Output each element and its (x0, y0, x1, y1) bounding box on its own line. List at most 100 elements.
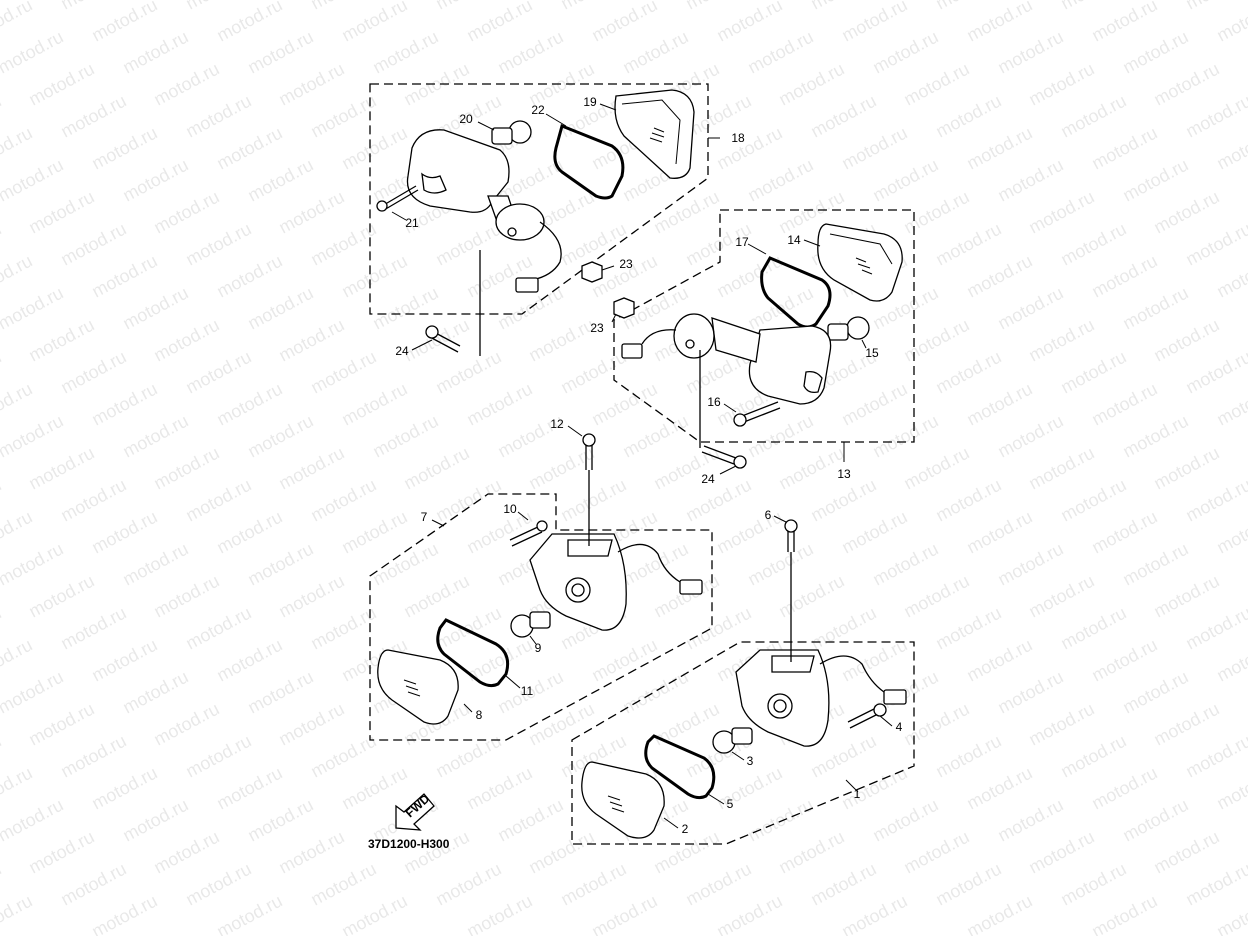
watermark-text: motod.ru (525, 827, 597, 878)
leader-19 (599, 103, 617, 111)
screw-16-shaft (741, 401, 781, 423)
watermark-text: motod.ru (57, 347, 129, 398)
watermark-text: motod.ru (25, 187, 97, 238)
watermark-text: motod.ru (963, 763, 1035, 814)
screw-12-head (582, 433, 596, 447)
watermark-text: motod.ru (88, 891, 160, 936)
watermark-text: motod.ru (1025, 827, 1097, 878)
leader-24b (719, 465, 737, 475)
watermark-text: motod.ru (869, 27, 941, 78)
assembly-7-group (369, 425, 713, 741)
watermark-text: motod.ru (1244, 411, 1248, 462)
leader-2 (663, 817, 679, 829)
watermark-text: motod.ru (682, 475, 754, 526)
watermark-text: motod.ru (713, 507, 785, 558)
watermark-text: motod.ru (432, 603, 504, 654)
watermark-text: motod.ru (150, 443, 222, 494)
watermark-text: motod.ru (1244, 283, 1248, 334)
watermark-text: motod.ru (338, 891, 410, 936)
watermark-text: motod.ru (307, 91, 379, 142)
watermark-text: motod.ru (0, 123, 36, 174)
connector-7 (679, 579, 703, 595)
watermark-text: motod.ru (432, 859, 504, 910)
watermark-text: motod.ru (1025, 187, 1097, 238)
watermark-text: motod.ru (869, 539, 941, 590)
leader-5 (707, 793, 725, 805)
screw-6-shaft (787, 528, 795, 552)
watermark-text: motod.ru (150, 59, 222, 110)
watermark-text: motod.ru (994, 795, 1066, 846)
watermark-text: motod.ru (1213, 251, 1248, 302)
watermark-text: motod.ru (963, 379, 1035, 430)
lens-2-texture (607, 795, 625, 813)
watermark-text: motod.ru (1150, 315, 1222, 366)
watermark-text: motod.ru (1025, 571, 1097, 622)
watermark-text: motod.ru (275, 315, 347, 366)
screw-4-shaft (847, 707, 879, 729)
watermark-text: motod.ru (1025, 315, 1097, 366)
watermark-text: motod.ru (869, 411, 941, 462)
watermark-text: motod.ru (775, 571, 847, 622)
watermark-text: motod.ru (307, 859, 379, 910)
watermark-text: motod.ru (619, 667, 691, 718)
screw-10-shaft (509, 525, 543, 547)
watermark-text: motod.ru (400, 571, 472, 622)
watermark-text: motod.ru (88, 251, 160, 302)
watermark-text: motod.ru (1213, 891, 1248, 936)
watermark-text: motod.ru (244, 667, 316, 718)
leader-15 (861, 339, 867, 349)
watermark-text: motod.ru (1119, 155, 1191, 206)
leader-10 (517, 511, 529, 521)
leader-8 (463, 703, 473, 713)
lens-8-texture (403, 679, 421, 697)
watermark-text: motod.ru (338, 0, 410, 46)
watermark-text: motod.ru (432, 475, 504, 526)
watermark-text: motod.ru (1025, 699, 1097, 750)
callout-12: 12 (550, 417, 564, 431)
connector-18 (515, 277, 539, 293)
wire-7 (617, 543, 681, 583)
watermark-text: motod.ru (525, 315, 597, 366)
screw-24b-head (733, 455, 747, 469)
watermark-text: motod.ru (932, 475, 1004, 526)
watermark-text: motod.ru (1150, 443, 1222, 494)
housing-1-top (771, 655, 815, 673)
watermark-text: motod.ru (57, 475, 129, 526)
watermark-text: motod.ru (0, 795, 67, 846)
watermark-text: motod.ru (119, 411, 191, 462)
watermark-text: motod.ru (1088, 251, 1160, 302)
watermark-text: motod.ru (1088, 891, 1160, 936)
watermark-text: motod.ru (744, 795, 816, 846)
callout-13: 13 (837, 467, 851, 481)
watermark-text: motod.ru (213, 763, 285, 814)
watermark-text: motod.ru (838, 0, 910, 46)
watermark-text: motod.ru (0, 379, 36, 430)
wire-1 (819, 655, 885, 693)
watermark-text: motod.ru (338, 763, 410, 814)
watermark-text: motod.ru (963, 635, 1035, 686)
watermark-text: motod.ru (1119, 667, 1191, 718)
watermark-text: motod.ru (57, 731, 129, 782)
watermark-text: motod.ru (1057, 475, 1129, 526)
callout-5: 5 (727, 797, 734, 811)
watermark-text: motod.ru (213, 379, 285, 430)
watermark-text: motod.ru (400, 443, 472, 494)
watermark-text: motod.ru (432, 219, 504, 270)
watermark-text: motod.ru (88, 123, 160, 174)
watermark-text: motod.ru (182, 475, 254, 526)
watermark-text: motod.ru (1182, 91, 1248, 142)
watermark-text: motod.ru (463, 507, 535, 558)
watermark-text: motod.ru (1213, 379, 1248, 430)
watermark-text: motod.ru (182, 91, 254, 142)
housing-18-notch (421, 172, 447, 194)
watermark-text: motod.ru (1213, 507, 1248, 558)
callout-17: 17 (735, 235, 749, 249)
watermark-text: motod.ru (1057, 91, 1129, 142)
watermark-text: motod.ru (338, 379, 410, 430)
leader-4 (879, 715, 893, 727)
watermark-text: motod.ru (1244, 795, 1248, 846)
watermark-text: motod.ru (150, 827, 222, 878)
watermark-text: motod.ru (1088, 763, 1160, 814)
watermark-text: motod.ru (1057, 731, 1129, 782)
callout-2: 2 (682, 822, 689, 836)
